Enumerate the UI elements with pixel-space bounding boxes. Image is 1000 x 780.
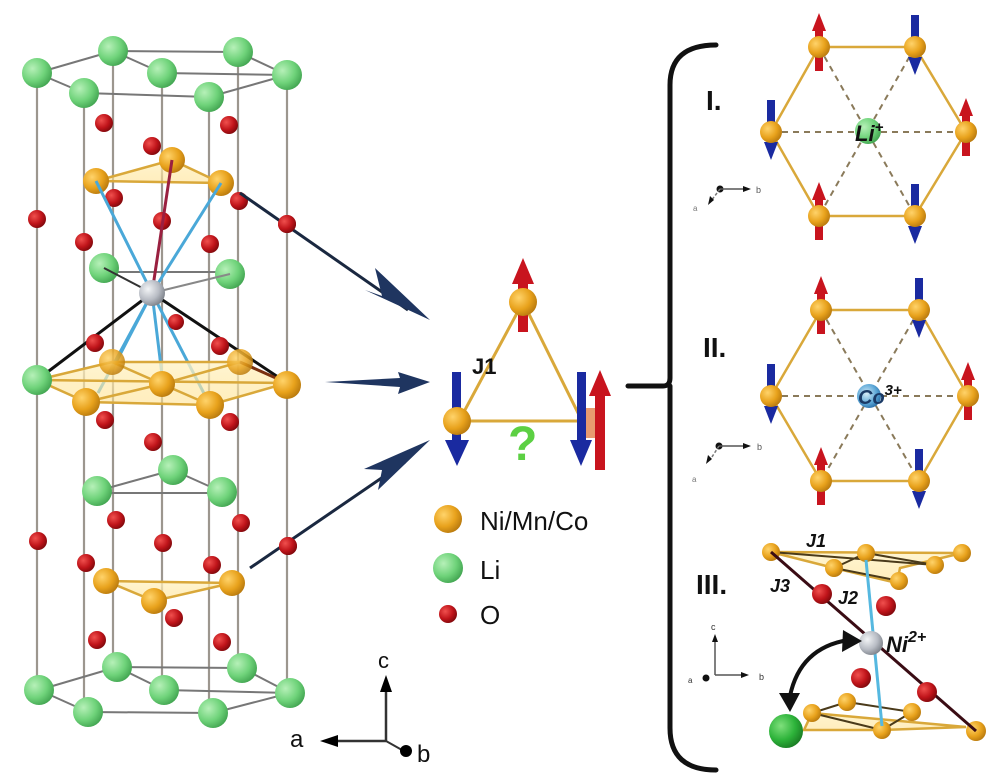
svg-text:Ni/Mn/Co: Ni/Mn/Co — [480, 506, 588, 536]
tm-atom — [808, 36, 830, 58]
exchange-label-j3: J3 — [770, 576, 790, 596]
exchange-label-j2: J2 — [838, 588, 858, 608]
top-li-layer — [22, 36, 302, 112]
axis-label-b: b — [417, 741, 430, 768]
center-ion-label: Ni2+ — [886, 629, 926, 657]
svg-text:b: b — [756, 185, 761, 195]
co-center-ion — [857, 384, 881, 408]
b-axis-dot — [400, 745, 412, 757]
svg-text:a: a — [688, 676, 693, 685]
li-atom — [22, 58, 52, 88]
bottom-li-layer — [24, 652, 305, 728]
tm-atom — [760, 121, 782, 143]
tm-atom — [810, 470, 832, 492]
svg-text:a: a — [693, 204, 698, 213]
svg-text:a: a — [692, 475, 697, 484]
curly-brace — [625, 42, 719, 773]
exchange-label-j1: J1 — [472, 354, 496, 379]
tm-atom — [957, 385, 979, 407]
pointer-arrow-middle — [325, 372, 430, 394]
oxygen-atoms-lower — [29, 411, 297, 651]
middle-tm-layer — [22, 349, 301, 419]
center-ion-label: Co3+ — [858, 382, 902, 409]
li-swap-atom — [769, 714, 803, 748]
tm-atom — [908, 299, 930, 321]
axis-label-a: a — [290, 726, 304, 753]
spins-ii — [760, 276, 979, 509]
ni-antisite-ion — [859, 631, 883, 655]
site-exchange-arrow — [779, 630, 862, 712]
ni-antisite-atom — [139, 280, 165, 306]
exchange-label-j1: J1 — [806, 531, 826, 551]
svg-text:O: O — [480, 600, 500, 630]
li-atom — [194, 82, 224, 112]
spin-down-arrow — [570, 372, 592, 466]
axis-label-c: c — [378, 648, 389, 673]
tm-atom — [808, 205, 830, 227]
tm-atom — [509, 288, 537, 316]
panel-label: I. — [706, 85, 722, 116]
panel-ii: II. b a Co3+ — [692, 276, 979, 509]
panel-label: II. — [703, 332, 726, 363]
spins-i — [760, 13, 977, 244]
panel-i: I. b a Li+ — [693, 13, 977, 244]
li-atom — [98, 36, 128, 66]
legend-item-o: O — [439, 600, 500, 630]
lower-li-layer — [82, 455, 237, 507]
svg-text:c: c — [711, 622, 716, 632]
tm-atom — [760, 385, 782, 407]
svg-text:Li: Li — [480, 555, 500, 585]
frustration-question-mark: ? — [508, 418, 537, 471]
frustrated-triangle: J1 ? — [443, 258, 611, 471]
pointer-arrow-upper — [239, 191, 430, 320]
li-atom — [223, 37, 253, 67]
oxygen-atoms-mid — [86, 314, 229, 355]
tm-atom — [955, 121, 977, 143]
pointer-arrow-lower — [249, 440, 430, 570]
lower-tm-layer — [93, 568, 245, 614]
panel-axes: c b a — [688, 622, 764, 685]
spin-up-arrow — [589, 370, 611, 470]
layered-crystal-structure — [22, 36, 305, 728]
panel-iii: III. c b a — [688, 531, 986, 748]
legend-item-li: Li — [433, 553, 500, 585]
svg-text:b: b — [759, 672, 764, 682]
panel-axes: b a — [692, 442, 762, 484]
svg-text:b: b — [757, 442, 762, 452]
tm-atom — [908, 470, 930, 492]
pointer-arrows — [239, 191, 430, 570]
center-ion-label: Li+ — [855, 119, 884, 146]
tm-atom — [810, 299, 832, 321]
li-atom — [272, 60, 302, 90]
tm-atom — [904, 36, 926, 58]
upper-tm-layer — [83, 147, 234, 196]
panel-label: III. — [696, 569, 727, 600]
legend: Ni/Mn/Co Li O — [433, 505, 588, 630]
li-atom — [69, 78, 99, 108]
li-center-ion — [855, 118, 881, 144]
tm-atom — [904, 205, 926, 227]
li-atom — [147, 58, 177, 88]
panel-axes: b a — [693, 185, 761, 213]
legend-item-tm: Ni/Mn/Co — [434, 505, 588, 536]
main-axes: c a b — [290, 648, 430, 768]
tm-atom — [443, 407, 471, 435]
